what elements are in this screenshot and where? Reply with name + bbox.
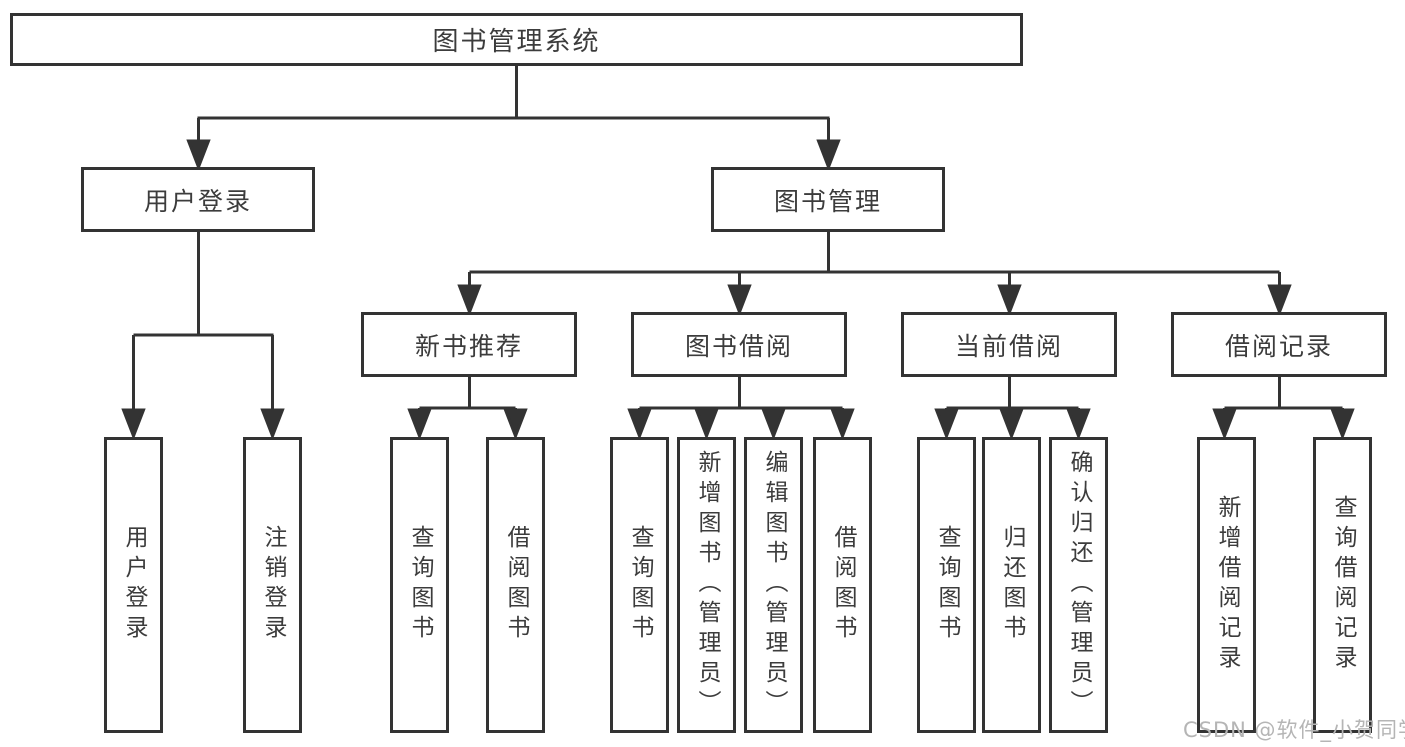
leaf-logout: 注销登录 [243, 437, 302, 733]
connector-book-management-to-level2 [457, 232, 1292, 317]
leaf-user-login: 用户登录 [104, 437, 163, 733]
leaf-return-book: 归还图书 [982, 437, 1041, 733]
connector-new-book-recommend-to-leaves [407, 377, 528, 441]
connector-user-login-to-leaves [121, 232, 285, 441]
node-book-management: 图书管理 [711, 167, 945, 232]
node-label: 注销登录 [260, 525, 286, 645]
node-label: 图书管理系统 [432, 27, 601, 57]
node-book-borrow: 图书借阅 [631, 312, 847, 377]
connector-book-borrow-to-leaves [627, 377, 855, 441]
node-label: 当前借阅 [954, 331, 1063, 361]
csdn-watermark: CSDN @软件_小贺同学 [1183, 718, 1405, 742]
node-label: 编辑图书（管理员） [761, 450, 787, 720]
node-label: 确认归还（管理员） [1066, 450, 1092, 720]
node-label: 查询图书 [934, 525, 960, 645]
leaf-confirm-return-admin: 确认归还（管理员） [1049, 437, 1108, 733]
connector-root-to-level1 [186, 66, 841, 172]
node-label: 借阅图书 [830, 525, 856, 645]
node-library-management-system: 图书管理系统 [10, 13, 1023, 66]
node-user-login: 用户登录 [81, 167, 315, 232]
node-label: 借阅记录 [1224, 331, 1333, 361]
node-label: 新增图书（管理员） [694, 450, 720, 720]
node-label: 用户登录 [143, 186, 252, 216]
node-label: 借阅图书 [503, 525, 529, 645]
leaf-query-book-current: 查询图书 [917, 437, 976, 733]
node-label: 新书推荐 [414, 331, 523, 361]
connector-borrow-records-to-leaves [1212, 377, 1355, 441]
node-label: 查询借阅记录 [1330, 495, 1356, 675]
leaf-query-book-borrow: 查询图书 [610, 437, 669, 733]
leaf-add-borrow-record: 新增借阅记录 [1197, 437, 1256, 733]
leaf-query-book-recommend: 查询图书 [390, 437, 449, 733]
node-label: 新增借阅记录 [1214, 495, 1240, 675]
leaf-borrow-book: 借阅图书 [813, 437, 872, 733]
node-label: 归还图书 [999, 525, 1025, 645]
leaf-query-borrow-record: 查询借阅记录 [1313, 437, 1372, 733]
node-borrow-records: 借阅记录 [1171, 312, 1387, 377]
leaf-add-book-admin: 新增图书（管理员） [677, 437, 736, 733]
node-new-book-recommend: 新书推荐 [361, 312, 577, 377]
connector-current-borrow-to-leaves [934, 377, 1091, 441]
node-label: 用户登录 [121, 525, 147, 645]
node-label: 查询图书 [407, 525, 433, 645]
leaf-edit-book-admin: 编辑图书（管理员） [744, 437, 803, 733]
node-current-borrow: 当前借阅 [901, 312, 1117, 377]
leaf-borrow-book-recommend: 借阅图书 [486, 437, 545, 733]
node-label: 查询图书 [627, 525, 653, 645]
node-label: 图书管理 [773, 186, 882, 216]
node-label: 图书借阅 [684, 331, 793, 361]
